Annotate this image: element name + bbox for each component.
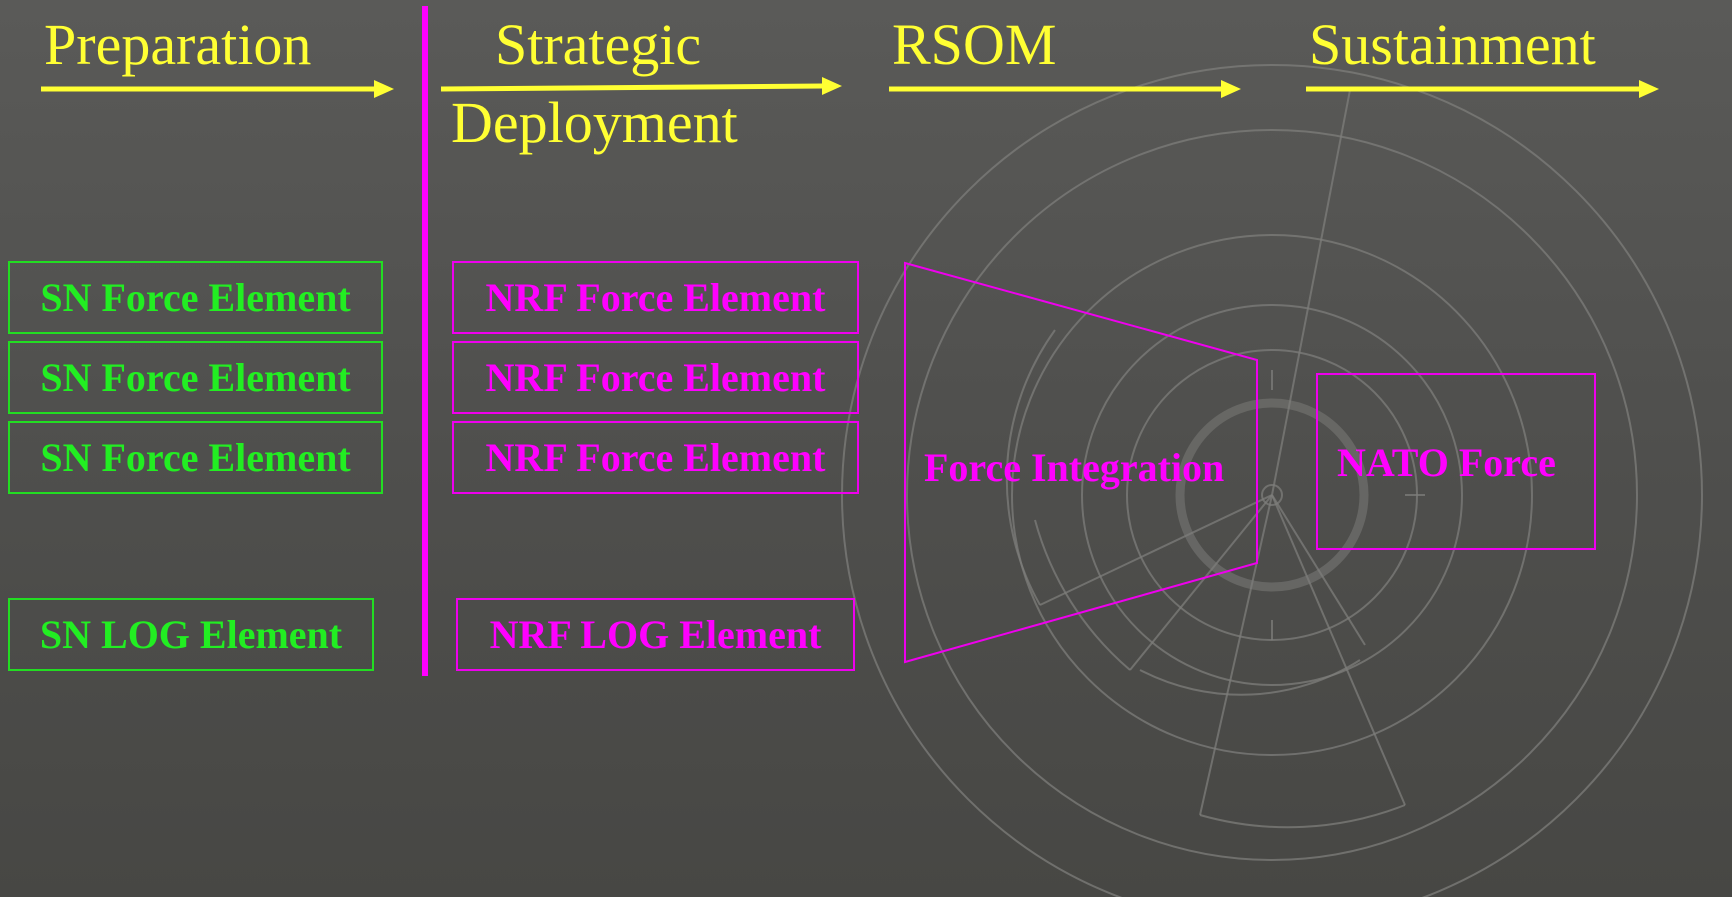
- phase-title-sustainment: Sustainment: [1309, 12, 1596, 77]
- nrf-log-element-box: NRF LOG Element: [456, 598, 855, 671]
- nrf-force-element-box: NRF Force Element: [452, 341, 859, 414]
- sn-force-element-box: SN Force Element: [8, 341, 383, 414]
- force-integration-label: Force Integration: [924, 445, 1225, 490]
- arrow-preparation: [41, 80, 394, 98]
- nrf-force-element-box: NRF Force Element: [452, 421, 859, 494]
- phase-title-rsom: RSOM: [892, 12, 1057, 77]
- phase-title-deployment: Deployment: [451, 90, 738, 155]
- arrow-sustainment: [1306, 80, 1659, 98]
- sn-log-element-box: SN LOG Element: [8, 598, 374, 671]
- nato-force-frame: [1316, 373, 1596, 550]
- sn-force-element-box: SN Force Element: [8, 421, 383, 494]
- phase-title-strategic: Strategic: [495, 12, 702, 77]
- arrow-rsom: [889, 80, 1241, 98]
- nrf-force-element-box: NRF Force Element: [452, 261, 859, 334]
- nato-force-label: NATO Force: [1337, 440, 1556, 485]
- force-integration-funnel: [904, 261, 1258, 664]
- phase-title-preparation: Preparation: [44, 12, 312, 77]
- sn-force-element-box: SN Force Element: [8, 261, 383, 334]
- arrow-strategic-deployment: [440, 77, 842, 95]
